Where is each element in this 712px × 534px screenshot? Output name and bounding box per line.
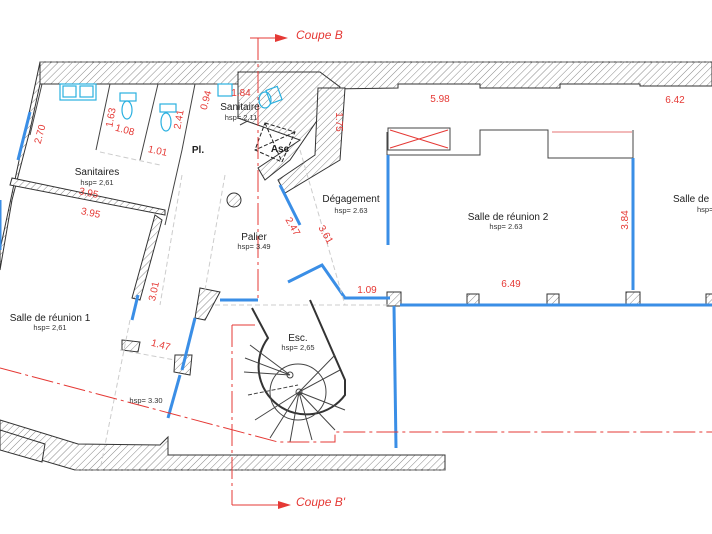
room-height: hsp= 2,61 xyxy=(33,323,66,332)
dimension-label: 1.08 xyxy=(114,123,136,139)
windows xyxy=(0,111,712,449)
room-label: Pl. xyxy=(192,145,204,156)
room-label: Salle de réunion 1 xyxy=(10,313,91,324)
dimension-label: 0.94 xyxy=(199,89,215,111)
dimension-label: 3.95 xyxy=(80,206,102,221)
section-mark-top: Coupe B xyxy=(296,28,343,42)
room-label: Asc xyxy=(271,144,290,155)
dimension-label: 3.84 xyxy=(620,210,631,230)
dimension-label: 5.98 xyxy=(430,94,450,105)
room-label: Palier xyxy=(241,232,267,243)
dimension-label: 1.01 xyxy=(147,144,169,159)
spiral-staircase xyxy=(243,299,346,443)
dimension-label: 3.61 xyxy=(316,224,335,247)
room-label: Salle de xyxy=(673,194,710,205)
room-height: hsp= 3.30 xyxy=(129,396,162,405)
room-label: Dégagement xyxy=(322,194,379,205)
dimension-label: 6.49 xyxy=(501,279,521,290)
room-height: hsp= 2,11 xyxy=(225,113,258,122)
dimensions: 2.70 1.63 1.08 2.41 0.94 1.84 1.75 5.98 … xyxy=(33,88,685,354)
room-height: hsp= 2,65 xyxy=(281,343,314,352)
dimension-label: 1.09 xyxy=(357,285,377,296)
room-height: hsp= 2.63 xyxy=(334,206,367,215)
dimension-label: 1.47 xyxy=(150,338,172,354)
dimension-label: 2.41 xyxy=(172,109,186,131)
dimension-label: 2.47 xyxy=(283,216,302,239)
dimension-label: 1.75 xyxy=(333,112,344,132)
room-height: hsp= 2.63 xyxy=(489,222,522,231)
room-height: hsp= xyxy=(697,205,712,214)
dimension-label: 1.63 xyxy=(104,107,118,129)
room-label: Sanitaire xyxy=(220,102,260,113)
dimension-label: 3.01 xyxy=(147,280,162,302)
sanitary-fixtures xyxy=(59,83,283,132)
interior-walls xyxy=(9,71,712,376)
dimension-label: 3.95 xyxy=(78,186,100,201)
room-label: Sanitaires xyxy=(75,167,119,178)
room-label: Esc. xyxy=(288,333,307,344)
dimension-label: 1.84 xyxy=(231,88,251,99)
room-height: hsp= 2,61 xyxy=(80,178,113,187)
door-swings xyxy=(99,149,390,471)
section-mark-bottom: Coupe B' xyxy=(296,495,346,509)
dimension-label: 2.70 xyxy=(33,123,49,145)
room-label: Salle de réunion 2 xyxy=(468,212,549,223)
section-lines xyxy=(0,34,712,509)
room-height: hsp= 3.49 xyxy=(237,242,270,251)
dimension-label: 6.42 xyxy=(665,95,685,106)
